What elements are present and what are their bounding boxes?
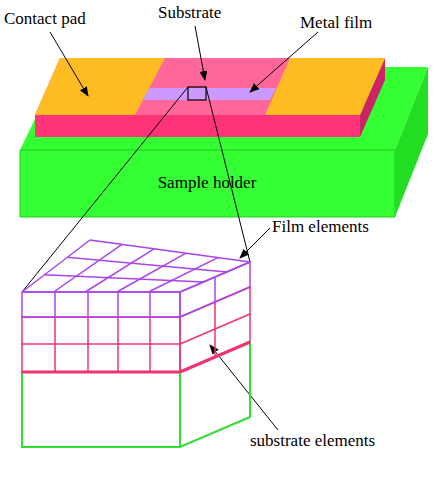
- callout-label: Film elements: [272, 218, 369, 237]
- mesh-line: [85, 249, 154, 292]
- part-label: Contact pad: [4, 10, 86, 29]
- part-label: Metal film: [300, 14, 372, 33]
- callout-label: substrate elements: [250, 432, 375, 451]
- substrate-mesh: [22, 287, 250, 372]
- holder-element: [22, 342, 250, 447]
- mesh-line: [22, 240, 90, 292]
- mesh-line: [180, 262, 250, 292]
- contact-pad: [35, 58, 165, 115]
- mesh-line: [54, 244, 122, 292]
- part-label: Substrate: [158, 4, 221, 23]
- mesh-line: [117, 253, 186, 292]
- contact-pad: [265, 58, 385, 115]
- mesh-line: [90, 240, 250, 262]
- metal-film: [143, 88, 276, 100]
- mesh-line: [148, 258, 218, 292]
- zoom-square: [188, 87, 206, 100]
- part-label: Sample holder: [158, 174, 257, 193]
- mesh-line: [22, 291, 180, 293]
- film-mesh: [22, 240, 250, 317]
- substrate-slab: [35, 58, 385, 137]
- mesh-line: [67, 257, 226, 272]
- mesh-line: [45, 275, 204, 282]
